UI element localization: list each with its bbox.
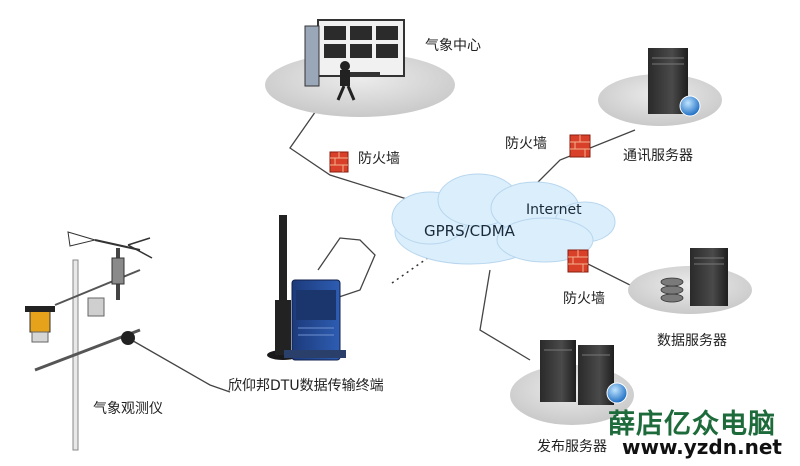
firewall-icon-top-left xyxy=(329,151,349,173)
line-center-to-cloud xyxy=(289,107,411,201)
watermark-url: www.yzdn.net xyxy=(622,435,782,459)
firewall-right-label: 防火墙 xyxy=(563,291,605,307)
weather-instrument-label: 气象观测仪 xyxy=(93,401,163,417)
publish-server-illustration xyxy=(510,340,634,425)
line-instrument-to-label xyxy=(127,337,231,393)
comm-server-illustration xyxy=(598,48,722,126)
gprs-cdma-label: GPRS/CDMA xyxy=(424,222,515,240)
firewall-icon-right xyxy=(567,249,589,273)
watermark-brand: 薛店亿众电脑 xyxy=(608,409,776,440)
comm-server-label: 通讯服务器 xyxy=(623,148,693,164)
data-server-label: 数据服务器 xyxy=(657,333,727,349)
weather-instrument-illustration xyxy=(25,231,153,451)
weather-center-illustration xyxy=(265,19,455,117)
firewall-top-right-label: 防火墙 xyxy=(505,136,547,152)
weather-center-label: 气象中心 xyxy=(425,38,481,54)
publish-server-label: 发布服务器 xyxy=(537,439,607,455)
firewall-top-left-label: 防火墙 xyxy=(358,151,400,167)
wireless-dotted-line xyxy=(391,247,443,284)
dtu-label: 欣仰邦DTU数据传输终端 xyxy=(228,378,384,394)
line-dtu-cable xyxy=(317,237,376,301)
internet-label: Internet xyxy=(526,202,582,218)
data-server-illustration xyxy=(628,248,752,314)
dtu-device-illustration xyxy=(267,215,346,361)
line-cloud-to-publish xyxy=(479,269,531,361)
firewall-icon-top-right xyxy=(569,134,591,158)
